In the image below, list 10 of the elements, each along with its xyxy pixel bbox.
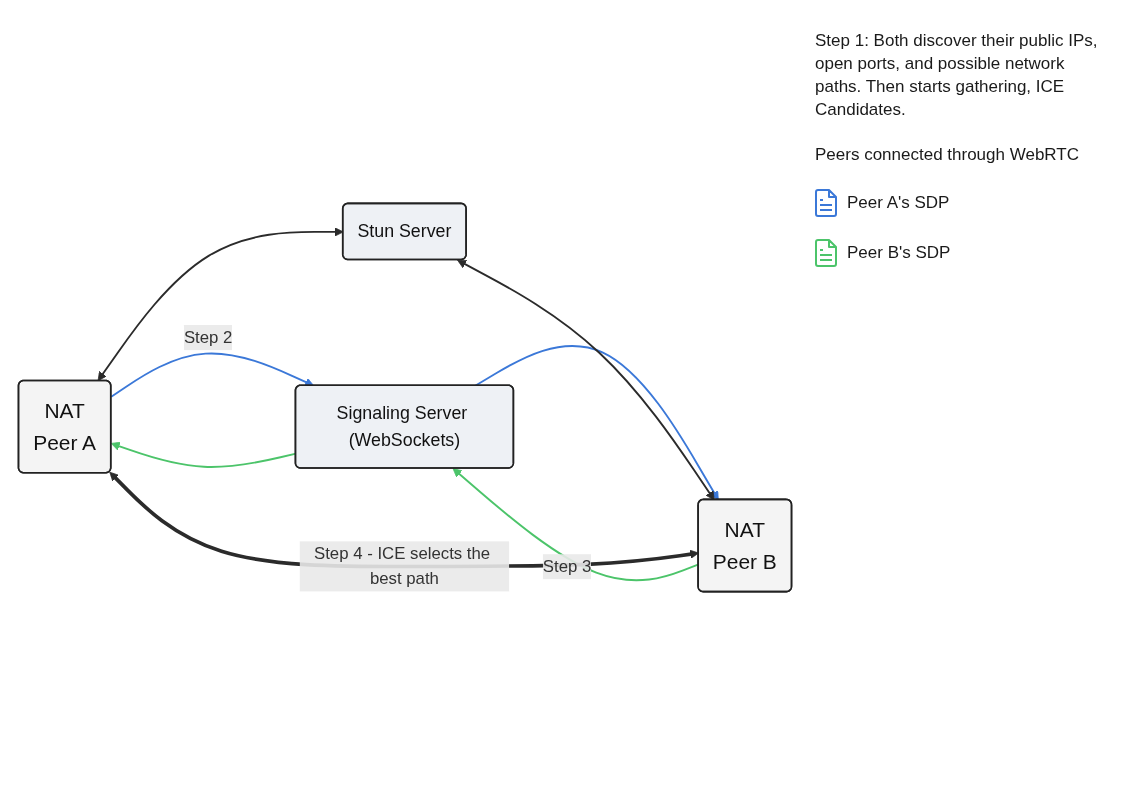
note-text: Peers connected through WebRTC: [815, 143, 1080, 166]
sdp-label: Peer A's SDP: [847, 191, 950, 214]
arrow: [110, 352, 315, 398]
arrow: [474, 345, 719, 501]
sdp-label: Peer B's SDP: [847, 241, 951, 264]
note-text: Step 1: Both discover their public IPs, open ports, and possible network paths. Then starts gathering, ICE Candidates.: [815, 30, 1099, 121]
edge-label: Step 3: [542, 557, 592, 576]
edge-label: Step 4 - ICE selects the best path: [314, 544, 491, 588]
arrow: [457, 259, 715, 501]
edge-label: Step 2: [183, 328, 233, 346]
